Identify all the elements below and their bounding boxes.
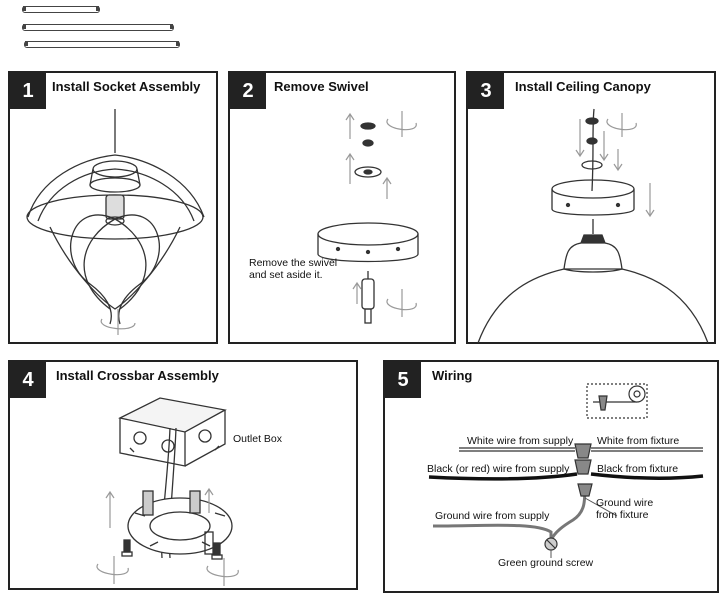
socket-assembly-illustration — [26, 109, 205, 335]
crossbar-assembly-illustration — [96, 397, 239, 586]
ground-wire-supply-label: Ground wire from supply — [435, 510, 550, 522]
electrical-tape-icon — [628, 385, 646, 403]
outlet-box-label: Outlet Box — [233, 433, 283, 445]
white-wire-supply-label: White wire from supply — [467, 435, 574, 447]
step-1-panel: 1 Install Socket Assembly — [8, 71, 218, 344]
ceiling-canopy-illustration — [477, 108, 709, 344]
white-wire-fixture-label: White from fixture — [597, 435, 680, 447]
step-number: 2 — [230, 73, 266, 109]
step-number: 1 — [10, 73, 46, 109]
black-wire-supply-label: Black (or red) wire from supply — [427, 463, 570, 475]
step-number: 5 — [385, 362, 421, 398]
step-2-panel: 2 Remove Swivel Remove the swivel and se… — [228, 71, 456, 344]
swivel-note-line-2: and set aside it. — [249, 269, 323, 281]
step-5-panel: 5 Wiring White wire from s — [383, 360, 719, 593]
swivel-note-line-1: Remove the swivel — [249, 257, 338, 269]
step-title: Install Socket Assembly — [52, 79, 201, 94]
step-title: Wiring — [432, 368, 473, 383]
extension-rod-long — [24, 41, 180, 48]
step-title: Install Ceiling Canopy — [515, 79, 651, 94]
step-number: 4 — [10, 362, 46, 398]
step-title: Install Crossbar Assembly — [56, 368, 219, 383]
green-ground-screw-label: Green ground screw — [498, 557, 594, 569]
step-number: 3 — [468, 73, 504, 109]
black-wire-fixture-label: Black from fixture — [597, 463, 679, 475]
extension-rod-medium — [22, 24, 174, 31]
ground-wire-fixture-label-line-1: Ground wire — [596, 497, 654, 509]
step-3-panel: 3 Install Ceiling Canopy — [466, 71, 716, 344]
step-title: Remove Swivel — [274, 79, 369, 94]
wire-nut-icon — [598, 395, 608, 411]
ground-wire-fixture-label-line-2: from fixture — [596, 509, 649, 521]
step-4-panel: 4 Install Crossbar Assembly Outlet Box — [8, 360, 358, 590]
wiring-diagram — [428, 383, 704, 558]
extension-rod-short — [22, 6, 100, 13]
swivel-removal-illustration — [317, 111, 419, 324]
